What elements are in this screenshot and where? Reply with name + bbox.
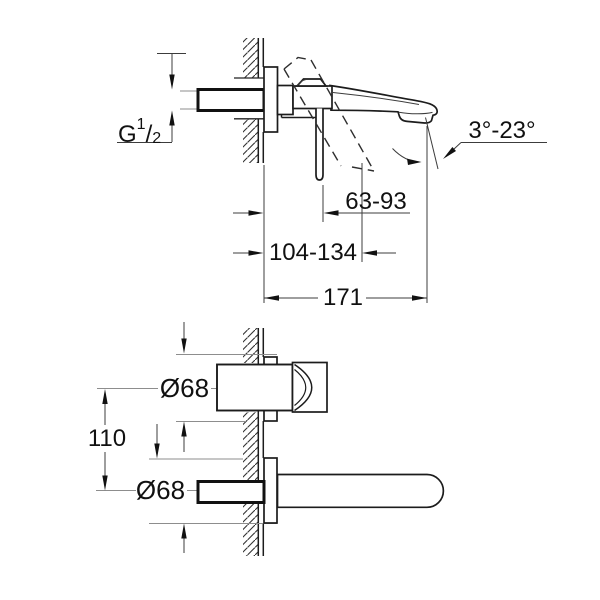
dim-arrow: [443, 147, 456, 159]
dim-arrow: [181, 338, 187, 354]
spout-angle-label: 3°-23°: [468, 117, 535, 144]
dim-arrow: [362, 250, 377, 256]
wall-hatch: [243, 412, 258, 480]
center-distance-label: 110: [88, 425, 126, 452]
spout-projection-label: 171: [323, 284, 363, 311]
concealed-union: [234, 77, 264, 120]
dim-arrow: [181, 523, 187, 539]
dim-arrow: [412, 295, 427, 301]
lever-handle: [315, 108, 324, 181]
angle-slant-line: [425, 117, 439, 170]
dim-thread: G1/2: [117, 53, 186, 148]
side-view: G1/2 3°-23° 63-93 104-134: [117, 38, 547, 311]
wall-hatch: [243, 38, 258, 78]
wall-hatch: [243, 119, 258, 163]
knob-dome-arc: [294, 363, 313, 412]
dim-arrow: [248, 250, 264, 256]
spout-tube: [276, 473, 445, 509]
cartridge-head: [292, 85, 333, 110]
dim-body-depth: 104-134: [233, 239, 396, 266]
handle-body: [216, 363, 294, 412]
wall-hatch: [243, 328, 258, 363]
spout-diameter-label: Ø68: [136, 475, 185, 505]
dim-arrow: [264, 295, 279, 301]
dim-arrow: [154, 443, 160, 459]
dim-arrow: [248, 210, 264, 216]
dim-arrow: [102, 389, 108, 404]
spout-supply-pipe: [196, 480, 266, 504]
wall-hatch: [243, 504, 258, 556]
aerator-line: [398, 111, 433, 115]
plan-view: 110 Ø68 Ø68: [88, 322, 445, 556]
dim-arrow: [102, 475, 108, 491]
dim-arrow: [169, 110, 175, 126]
dome-curve: [297, 79, 307, 86]
spout: [329, 84, 439, 124]
dim-arrow: [407, 158, 422, 165]
supply-pipe: [196, 88, 266, 112]
angle-arc: [392, 148, 420, 163]
wall-section: [243, 328, 265, 556]
body-neck: [276, 84, 294, 116]
dim-arrow: [323, 210, 339, 216]
dim-arrow: [169, 74, 175, 90]
dim-spout-projection: 171: [264, 284, 427, 311]
handle-knob: [291, 361, 328, 413]
spout-inner-line: [332, 92, 420, 105]
thread-size-label: G1/2: [118, 116, 161, 148]
thread-lines: [180, 90, 198, 110]
dim-spout-angle: 3°-23°: [392, 117, 547, 170]
handle-diameter-label: Ø68: [160, 373, 209, 403]
escutcheon-plate-side: [263, 66, 279, 133]
dim-lever-depth: 63-93: [233, 188, 410, 216]
lever-handle-dashed: [283, 56, 375, 172]
dim-arrow: [181, 421, 187, 437]
lever-shelf: [280, 114, 316, 119]
knob-dome-arc-inner: [294, 369, 307, 406]
wall-section: [243, 38, 265, 163]
dim-center-distance: 110: [88, 389, 126, 491]
body-depth-label: 104-134: [269, 239, 357, 266]
lever-depth-label: 63-93: [345, 188, 406, 215]
plate-edge-arrows: [154, 322, 187, 553]
spout-escutcheon: [263, 457, 278, 524]
